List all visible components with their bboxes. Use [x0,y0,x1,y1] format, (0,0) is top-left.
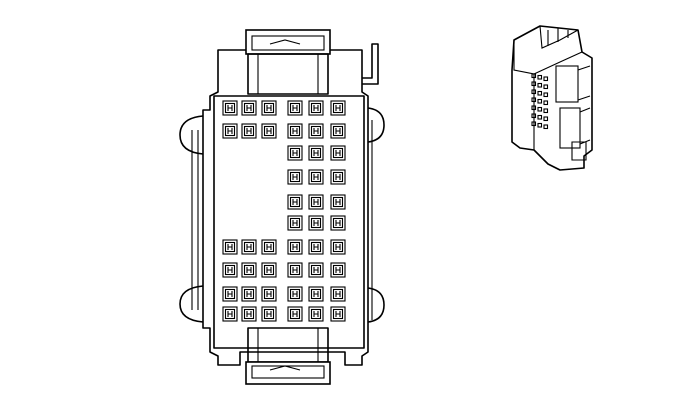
iso-cavities [531,73,549,130]
cavity [308,286,324,302]
iso-cavity [543,76,549,82]
cavity [330,306,346,322]
iso-cavity [531,105,537,111]
iso-cavity [543,92,549,98]
iso-cavity [543,100,549,106]
cavity [287,194,303,210]
cavity [287,239,303,255]
iso-cavity [537,98,543,104]
iso-cavity [531,113,537,119]
cavity [330,123,346,139]
cavity [287,123,303,139]
cavity [308,169,324,185]
cavity [287,306,303,322]
cavity [330,239,346,255]
face-inner [213,95,365,349]
iso-cavity [531,97,537,103]
iso-cavity [543,116,549,122]
right-ear-top [367,107,385,143]
cavity [330,215,346,231]
iso-body [511,25,593,171]
cavity [287,169,303,185]
cavity [308,306,324,322]
cavity [261,286,277,302]
iso-cavity [537,114,543,120]
iso-cavity [543,108,549,114]
bottom-latch [245,327,331,385]
cavity [330,262,346,278]
cavity [241,262,257,278]
iso-cavity [531,73,537,79]
cavity [330,169,346,185]
right-ear-bottom [367,287,385,323]
iso-cavity [531,81,537,87]
cavity [287,262,303,278]
connector-face-view [179,29,385,385]
cavity [222,100,238,116]
cavity [308,239,324,255]
iso-cavity [537,106,543,112]
cavity [308,123,324,139]
cavity [241,286,257,302]
cavity [330,286,346,302]
cavity [261,100,277,116]
cavity [222,123,238,139]
cavity [287,100,303,116]
cavity [308,262,324,278]
right-latch-tab [362,43,379,85]
cavity [222,262,238,278]
cavity [241,100,257,116]
iso-cavity [537,74,543,80]
cavity [241,239,257,255]
cavity [287,286,303,302]
iso-cavity [543,84,549,90]
cavity [222,306,238,322]
iso-cavity [531,121,537,127]
connector-isometric-view [511,25,593,171]
cavity [222,286,238,302]
cavity [261,239,277,255]
top-latch [245,29,331,95]
iso-cavity [537,90,543,96]
cavity [330,145,346,161]
cavity [261,306,277,322]
iso-cavity [537,82,543,88]
cavity [241,306,257,322]
cavity-grid [222,100,346,322]
cavity [308,145,324,161]
cavity [330,194,346,210]
cavity [261,262,277,278]
cavity [330,100,346,116]
cavity [308,215,324,231]
housing-outline [202,49,369,366]
cavity [308,194,324,210]
iso-cavity [531,89,537,95]
cavity [261,123,277,139]
iso-cavity [537,122,543,128]
cavity [308,100,324,116]
cavity [287,145,303,161]
cavity [241,123,257,139]
cavity [287,215,303,231]
cavity [222,239,238,255]
iso-cavity [543,124,549,130]
